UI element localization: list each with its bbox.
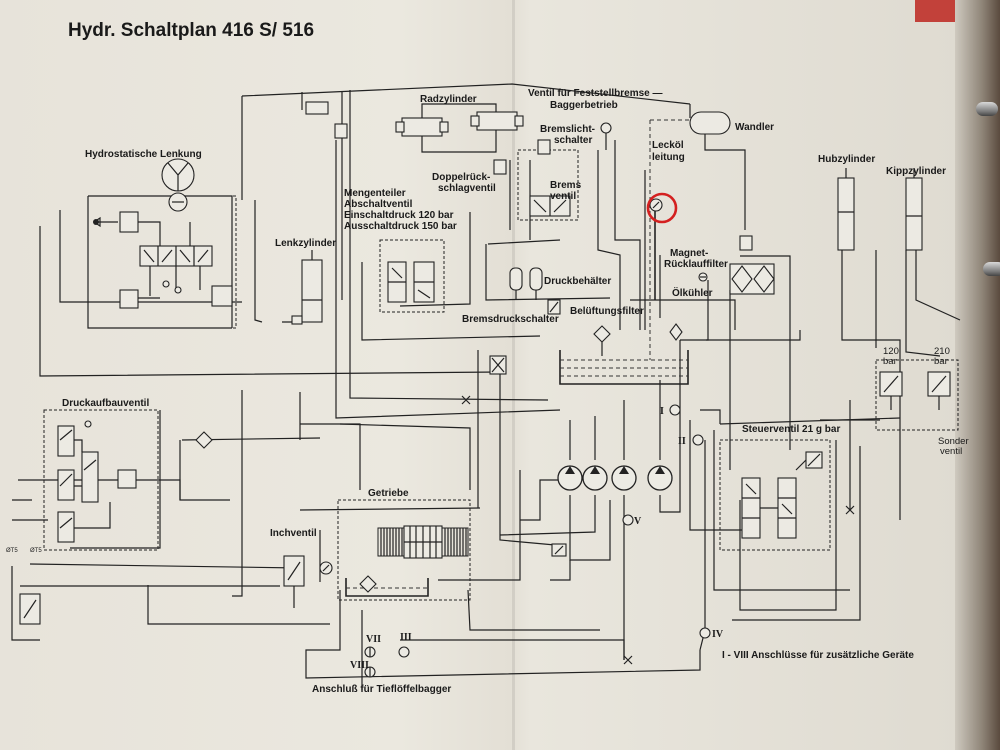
- label-bar210-1: 210: [934, 346, 950, 357]
- tank-filter: [669, 323, 683, 341]
- label-mengen-2: Abschaltventil: [344, 199, 413, 210]
- valves-misc: [305, 101, 753, 375]
- main-lines: [11, 83, 961, 690]
- label-steuerventil: Steuerventil 21 g bar: [742, 424, 840, 435]
- label-getriebe: Getriebe: [368, 488, 409, 499]
- dashed-outlines: [43, 119, 959, 601]
- parking-brake-valve-gauge: [600, 122, 612, 150]
- binder-ring-bottom: [983, 262, 1000, 276]
- breather-filter: [593, 325, 611, 356]
- page-fold: [512, 0, 515, 750]
- labels: Hydrostatische Lenkung Radzylinder Venti…: [6, 88, 969, 695]
- brake-pressure-switch: [547, 299, 561, 315]
- label-ventil-1: Ventil für Feststellbremse —: [528, 88, 663, 99]
- leak-oil-gauge: [646, 192, 678, 224]
- label-leckoel-2: leitung: [652, 152, 685, 163]
- label-port-V: V: [634, 516, 642, 527]
- label-belueftung: Belüftungsfilter: [570, 306, 644, 317]
- label-port-II: II: [678, 436, 686, 447]
- hydraulic-tank: [559, 350, 689, 385]
- label-port-VIII: VIII: [350, 660, 369, 671]
- label-mengen-1: Mengenteiler: [344, 188, 406, 199]
- connection-ports: [19, 395, 855, 678]
- label-bar120-1: 120: [883, 346, 899, 357]
- pumps: [557, 465, 673, 491]
- label-druckaufbau: Druckaufbauventil: [62, 398, 149, 409]
- label-port-I: I: [660, 406, 664, 417]
- torque-converter: [689, 111, 731, 135]
- wheel-cylinders: [395, 103, 524, 153]
- label-sonder-1: Sonder: [938, 436, 969, 447]
- schematic-title: Hydr. Schaltplan 416 S/ 516: [68, 20, 314, 41]
- label-magnet-2: Rücklauffilter: [664, 259, 728, 270]
- label-anschluss-bagger: Anschluß für Tieflöffelbagger: [312, 684, 451, 695]
- label-anschluss-geraete: I - VIII Anschlüsse für zusätzliche Gerä…: [722, 650, 914, 661]
- label-druckbehaelter: Druckbehälter: [544, 276, 611, 287]
- label-oelkuehler: Ölkühler: [672, 286, 713, 299]
- steering-wheel-symbol: [161, 158, 195, 212]
- pressure-accumulators: [509, 267, 543, 300]
- label-ventil-2: Baggerbetrieb: [550, 100, 618, 111]
- label-brems-2: ventil: [550, 191, 576, 202]
- label-lenkzylinder: Lenkzylinder: [275, 238, 336, 249]
- label-hubzylinder: Hubzylinder: [818, 154, 875, 165]
- label-lenkung: Hydrostatische Lenkung: [85, 149, 202, 160]
- label-kippzylinder: Kippzylinder: [886, 166, 946, 177]
- label-magnet-1: Magnet-: [670, 248, 708, 259]
- red-tab: [915, 0, 960, 22]
- inching-valve: [283, 555, 333, 587]
- steering-unit: [93, 211, 233, 309]
- label-small-b: ØT5: [30, 548, 42, 554]
- filter-left: [195, 431, 213, 449]
- label-bremslicht-1: Bremslicht-: [540, 124, 595, 135]
- highlight-circle: [646, 192, 678, 224]
- label-bremsdruck: Bremsdruckschalter: [462, 314, 559, 325]
- label-bar120-2: bar: [883, 356, 897, 367]
- label-brems-1: Brems: [550, 180, 582, 191]
- control-valve-block: [741, 451, 823, 539]
- label-doppel-2: schlagventil: [438, 183, 496, 194]
- binder-ring-top: [976, 102, 998, 116]
- label-bremslicht-2: schalter: [554, 135, 592, 146]
- small-valve-lower: [551, 543, 567, 557]
- return-filter-and-cooler: [698, 263, 775, 295]
- flow-divider-valve: [387, 261, 435, 303]
- check-valves: [84, 216, 182, 428]
- label-mengen-4: Ausschaltdruck 150 bar: [344, 221, 457, 232]
- gearbox: [345, 525, 469, 597]
- binder-edge: [955, 0, 1000, 750]
- label-doppel-1: Doppelrück-: [432, 172, 490, 183]
- label-wandler: Wandler: [735, 122, 774, 133]
- label-small-a: ØT5: [6, 548, 18, 554]
- brake-valve: [529, 139, 571, 217]
- label-inchventil: Inchventil: [270, 528, 317, 539]
- pressure-build-valve: [57, 425, 137, 543]
- label-sonder-2: ventil: [940, 446, 962, 457]
- label-port-III: III: [400, 632, 412, 643]
- label-port-IV: IV: [712, 629, 724, 640]
- label-radzylinder: Radzylinder: [420, 94, 477, 105]
- steering-cylinder: [291, 250, 323, 325]
- relief-valves: [879, 371, 951, 410]
- label-leckoel-1: Lecköl: [652, 140, 684, 151]
- label-mengen-3: Einschaltdruck 120 bar: [344, 210, 454, 221]
- lift-and-tilt-cylinders: [837, 168, 923, 251]
- label-bar210-2: bar: [934, 356, 948, 367]
- label-port-VII: VII: [366, 634, 381, 645]
